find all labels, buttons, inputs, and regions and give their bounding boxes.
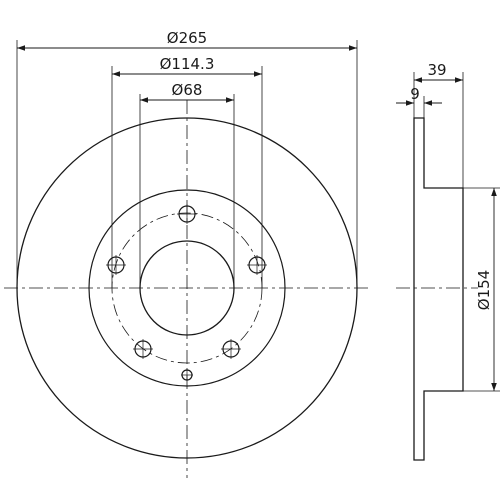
dim-label-outer-diameter: Ø265: [167, 29, 207, 47]
front-view: [4, 40, 372, 478]
hat-circle: [88, 189, 286, 387]
dim-label-center-bore: Ø68: [172, 81, 203, 99]
side-view: [396, 72, 500, 461]
dim-label-total-height: 39: [427, 61, 446, 79]
bolt-hole-center-marks: [106, 204, 267, 381]
disc-profile: [413, 117, 464, 461]
dim-label-disc-thickness: 9: [410, 85, 420, 103]
dim-label-bolt-circle: Ø114.3: [160, 55, 215, 73]
dim-label-hat-diameter: Ø154: [475, 270, 493, 310]
